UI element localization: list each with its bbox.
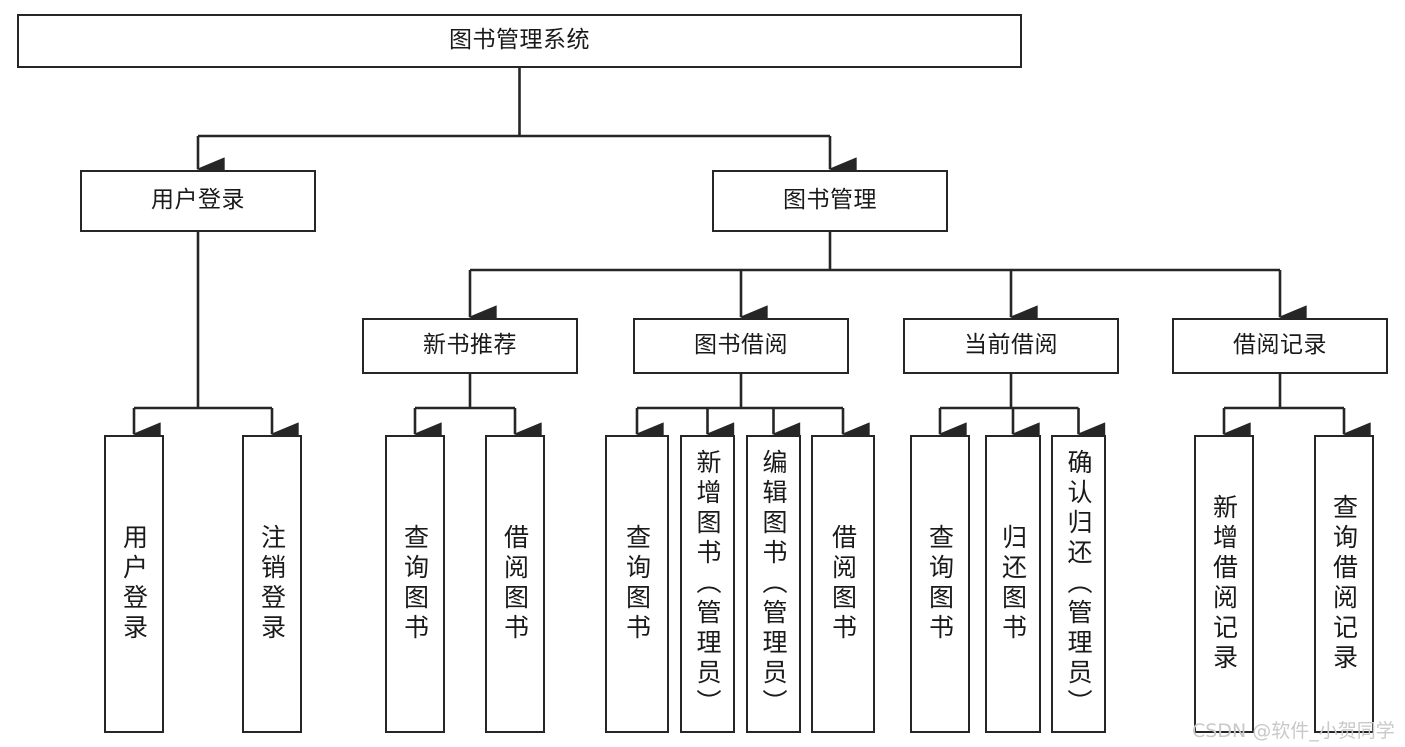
node-l-logout[interactable]: 注销登录 <box>242 435 302 733</box>
node-label-root: 图书管理系统 <box>449 27 590 54</box>
node-label-b-edit: 编辑图书（管理员） <box>759 449 788 719</box>
node-label-r-query: 查询借阅记录 <box>1329 494 1359 674</box>
node-borrow[interactable]: 图书借阅 <box>633 318 849 374</box>
node-label-c-confirm: 确认归还（管理员） <box>1064 449 1093 719</box>
connector-lines <box>132 68 1371 446</box>
node-label-newbook: 新书推荐 <box>423 332 517 359</box>
node-newbook[interactable]: 新书推荐 <box>362 318 578 374</box>
node-b-edit[interactable]: 编辑图书（管理员） <box>746 435 801 733</box>
node-records[interactable]: 借阅记录 <box>1172 318 1388 374</box>
node-b-add[interactable]: 新增图书（管理员） <box>680 435 735 733</box>
node-label-l-login: 用户登录 <box>119 524 149 644</box>
node-label-r-add: 新增借阅记录 <box>1209 494 1239 674</box>
node-label-borrow: 图书借阅 <box>694 332 788 359</box>
node-b-lend[interactable]: 借阅图书 <box>811 435 875 733</box>
node-c-query[interactable]: 查询图书 <box>910 435 970 733</box>
node-n-borrow[interactable]: 借阅图书 <box>485 435 545 733</box>
node-c-confirm[interactable]: 确认归还（管理员） <box>1051 435 1106 733</box>
node-bookmgmt[interactable]: 图书管理 <box>712 170 948 232</box>
node-label-n-query: 查询图书 <box>400 524 430 644</box>
node-l-login[interactable]: 用户登录 <box>104 435 164 733</box>
node-r-add[interactable]: 新增借阅记录 <box>1194 435 1254 733</box>
node-current[interactable]: 当前借阅 <box>903 318 1119 374</box>
node-label-login: 用户登录 <box>151 187 245 214</box>
node-label-current: 当前借阅 <box>964 332 1058 359</box>
node-label-n-borrow: 借阅图书 <box>500 524 530 644</box>
node-b-query[interactable]: 查询图书 <box>605 435 669 733</box>
node-label-c-query: 查询图书 <box>925 524 955 644</box>
node-label-b-query: 查询图书 <box>622 524 652 644</box>
node-login[interactable]: 用户登录 <box>80 170 316 232</box>
node-label-c-return: 归还图书 <box>998 524 1028 644</box>
node-label-l-logout: 注销登录 <box>257 524 287 644</box>
node-c-return[interactable]: 归还图书 <box>985 435 1041 733</box>
node-label-b-lend: 借阅图书 <box>828 524 858 644</box>
node-label-b-add: 新增图书（管理员） <box>693 449 722 719</box>
node-n-query[interactable]: 查询图书 <box>385 435 445 733</box>
node-label-bookmgmt: 图书管理 <box>783 187 877 214</box>
node-r-query[interactable]: 查询借阅记录 <box>1314 435 1374 733</box>
node-label-records: 借阅记录 <box>1233 332 1327 359</box>
node-root[interactable]: 图书管理系统 <box>17 14 1022 68</box>
